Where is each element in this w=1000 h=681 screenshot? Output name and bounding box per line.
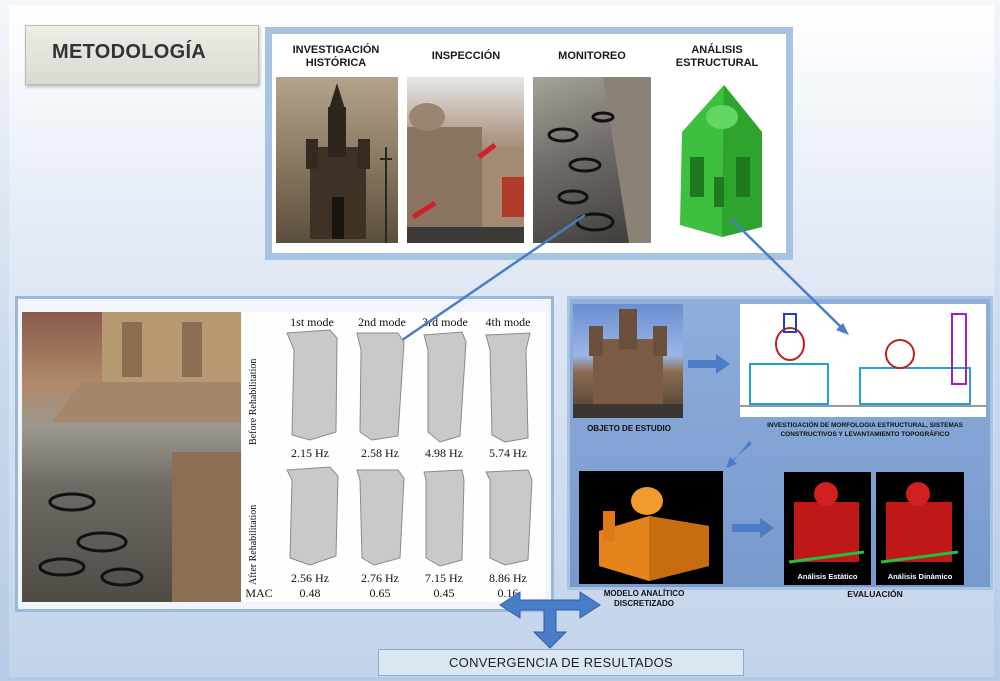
analytical-model-label: MODELO ANALÍTICO DISCRETIZADO: [603, 589, 685, 608]
objeto-de-estudio-label: OBJETO DE ESTUDIO: [587, 424, 671, 433]
discretized-model-image: [579, 471, 723, 584]
convergence-results-box: CONVERGENCIA DE RESULTADOS: [378, 649, 744, 676]
site-sensors-photo: [22, 312, 241, 602]
historic-church-photo: [276, 77, 398, 243]
inspection-drawing: [407, 103, 524, 243]
before-rehab-label: Before Rehabilitation: [248, 358, 259, 445]
dynamic-analysis-drawing: [880, 482, 959, 564]
before-freq-2: 2.58 Hz: [361, 446, 399, 460]
mac-value-4: 0.16: [497, 586, 519, 600]
morphology-investigation-label: INVESTIGACIÓN DE MORFOLOGIA ESTRUCTURAL,…: [767, 422, 963, 438]
historic-church-drawing: [306, 83, 392, 243]
study-object-photo: [573, 304, 683, 418]
study-object-drawing: [573, 309, 683, 418]
mode-label-1: 1st mode: [290, 315, 334, 329]
before-freq-4: 5.74 Hz: [489, 446, 527, 460]
before-freq-1: 2.15 Hz: [291, 446, 329, 460]
morphology-drawings: [740, 304, 986, 417]
mac-value-3: 0.45: [433, 586, 455, 600]
site-sensors-drawing: [38, 312, 241, 602]
mac-value-1: 0.48: [299, 586, 321, 600]
after-rehab-label: After Rehabilitation: [248, 504, 259, 585]
after-freq-2: 2.76 Hz: [361, 571, 399, 585]
after-freq-1: 2.56 Hz: [291, 571, 329, 585]
after-freq-3: 7.15 Hz: [425, 571, 463, 585]
dynamic-analysis-image: [876, 472, 964, 585]
stage-label-analisis: ANÁLISIS ESTRUCTURAL: [675, 44, 759, 69]
static-analysis-image: [784, 472, 871, 585]
evaluation-label: EVALUACIÓN: [847, 589, 903, 599]
mode-label-2: 2nd mode: [358, 315, 406, 329]
orange-church-model: [599, 487, 709, 581]
title-box: METODOLOGÍA: [25, 25, 259, 85]
inspection-photo: [407, 77, 524, 243]
dynamic-analysis-label: Análisis Dinámico: [887, 572, 953, 581]
before-freq-3: 4.98 Hz: [425, 446, 463, 460]
page-title: METODOLOGÍA: [52, 41, 207, 63]
after-freq-4: 8.86 Hz: [489, 571, 527, 585]
mac-value-2: 0.65: [369, 586, 391, 600]
green-church-model: [680, 85, 762, 237]
static-analysis-label: Análisis Estático: [797, 572, 858, 581]
mode-label-3: 3rd mode: [422, 315, 468, 329]
morphology-line-drawing: [740, 313, 986, 407]
stage-label-historica: INVESTIGACIÓN HISTÓRICA: [292, 44, 380, 69]
mode-label-4: 4th mode: [485, 315, 531, 329]
monitoring-drawing: [547, 77, 651, 243]
stage-label-inspeccion: INSPECCIÓN: [431, 50, 501, 62]
stage-label-monitoreo: MONITOREO: [558, 50, 626, 62]
mac-label: MAC: [245, 586, 273, 600]
static-analysis-drawing: [788, 482, 865, 564]
structural-model-image: [662, 77, 780, 243]
monitoring-photo: [533, 77, 651, 243]
